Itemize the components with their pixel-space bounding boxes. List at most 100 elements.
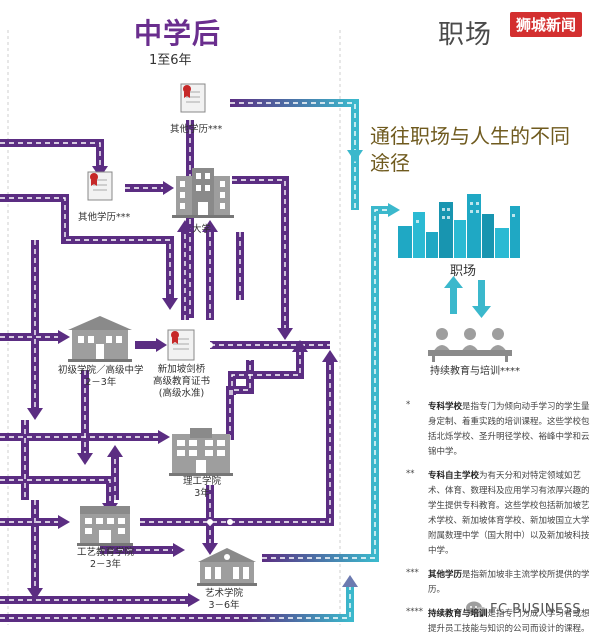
junction bbox=[207, 342, 213, 348]
dash-overlay bbox=[140, 360, 331, 523]
arrow-head-teal bbox=[388, 203, 400, 217]
footnote-body: 为有天分和对特定领域如艺术、体育、数理科及应用学习有浓厚兴趣的学生提供专科教育。… bbox=[428, 471, 590, 556]
node-label-other-mid: 其他学历*** bbox=[78, 212, 131, 223]
jc-years: 2－3年 bbox=[85, 377, 117, 388]
footnote: *** 其他学历是指新加坡非主流学校所提供的学历。 bbox=[406, 568, 592, 598]
node-label-workplace: 职场 bbox=[450, 264, 477, 279]
node-label-arts: 艺术学院 3－6年 bbox=[205, 588, 243, 612]
arrow-head bbox=[322, 350, 338, 362]
a-level-line2: 高级教育证书 bbox=[153, 376, 211, 387]
arrow-head bbox=[156, 338, 167, 352]
arrow-head bbox=[173, 543, 185, 557]
junction bbox=[227, 519, 233, 525]
arrow-head bbox=[188, 593, 200, 607]
dash-overlay bbox=[262, 209, 390, 559]
arrow-head bbox=[342, 575, 358, 587]
arrow-head bbox=[277, 328, 293, 340]
footnote-term: 专科自主学校 bbox=[428, 471, 480, 481]
arrow-head bbox=[292, 340, 308, 352]
wechat-icon bbox=[466, 601, 488, 618]
path-teal-riser bbox=[371, 206, 390, 330]
arrow-head bbox=[107, 445, 123, 457]
city-skyline-icon bbox=[398, 194, 520, 258]
arrow-head bbox=[202, 543, 218, 555]
footnote-term: 专科学校 bbox=[428, 402, 463, 412]
tagline: 通往职场与人生的不同途径 bbox=[370, 124, 570, 175]
ite-building-icon bbox=[77, 506, 133, 546]
footnote-body: 是指专门为倾向动手学习的学生量身定制、着重实践的培训课程。这些学校包括北烁学校、… bbox=[428, 402, 590, 457]
arrow-head bbox=[58, 515, 70, 529]
arrow-head bbox=[177, 220, 193, 232]
poly-years: 3年 bbox=[194, 488, 210, 499]
a-level-line1: 新加坡剑桥 bbox=[157, 364, 206, 375]
footnote-body: 是指新加坡非主流学校所提供的学历。 bbox=[428, 570, 590, 595]
classroom-icon bbox=[428, 328, 512, 362]
a-level-line3: (高级水准) bbox=[158, 388, 205, 399]
footnote-text: 其他学历是指新加坡非主流学校所提供的学历。 bbox=[428, 568, 592, 598]
footnote-mark: ** bbox=[406, 469, 415, 479]
node-label-poly: 理工学院 3年 bbox=[183, 476, 221, 500]
path-left-poly2 bbox=[0, 476, 114, 505]
workplace-heading: 职场 bbox=[438, 20, 493, 50]
node-label-a-level: 新加坡剑桥 高级教育证书 (高级水准) bbox=[153, 364, 210, 400]
dash-overlay bbox=[232, 179, 286, 330]
arrow-head-teal bbox=[347, 150, 363, 162]
poly-title: 理工学院 bbox=[183, 476, 222, 487]
footnote-mark: * bbox=[406, 400, 411, 410]
footnote-text: 持续教育与培训是指专门为成人学习者或想提升员工技能与知识的公司而设计的课程。 bbox=[428, 607, 592, 637]
junction bbox=[207, 519, 213, 525]
footer-credit: FC BUSINESS bbox=[490, 602, 582, 617]
node-label-university: 大学 bbox=[192, 224, 212, 235]
dash-overlay bbox=[230, 102, 356, 210]
footnote-text: 专科学校是指专门为倾向动手学习的学生量身定制、着重实践的培训课程。这些学校包括北… bbox=[428, 400, 592, 460]
node-label-continuing: 持续教育与培训**** bbox=[430, 366, 520, 377]
dash-overlay bbox=[0, 142, 101, 168]
footnote-term: 持续教育与培训 bbox=[428, 609, 488, 619]
arrow-head bbox=[77, 453, 93, 465]
footnote-body: 是指专门为成人学习者或想提升员工技能与知识的公司而设计的课程。 bbox=[428, 609, 590, 634]
arrow-head bbox=[58, 330, 70, 344]
ite-title: 工艺教育学院 bbox=[77, 547, 135, 558]
arts-building-icon bbox=[197, 548, 257, 586]
arts-years: 3－6年 bbox=[208, 600, 240, 611]
node-label-other-top: 其他学历*** bbox=[170, 124, 223, 135]
university-building-icon bbox=[172, 168, 234, 218]
arrow-head bbox=[158, 430, 170, 444]
certificate-icon bbox=[180, 83, 206, 113]
junior-college-building-icon bbox=[68, 316, 132, 362]
arrow-head bbox=[162, 298, 178, 310]
dash-overlay bbox=[0, 585, 351, 619]
duration-subtitle: 1至6年 bbox=[149, 53, 192, 68]
brand-logo: 狮城新闻 bbox=[510, 12, 583, 37]
certificate-icon bbox=[87, 171, 113, 201]
arrow-head bbox=[27, 588, 43, 600]
path-top-right bbox=[230, 99, 359, 150]
ite-years: 2－3年 bbox=[89, 559, 122, 570]
pathway-lines bbox=[0, 99, 400, 622]
footnotes: * 专科学校是指专门为倾向动手学习的学生量身定制、着重实践的培训课程。这些学校包… bbox=[406, 400, 592, 637]
arts-title: 艺术学院 bbox=[205, 588, 244, 599]
footnote-text: 专科自主学校为有天分和对特定领域如艺术、体育、数理科及应用学习有浓厚兴趣的学生提… bbox=[428, 469, 592, 559]
path-left-other2 bbox=[0, 194, 174, 300]
jc-title: 初级学院／高级中学 bbox=[58, 365, 144, 376]
page-title: 中学后 bbox=[134, 17, 222, 50]
polytechnic-building-icon bbox=[169, 428, 233, 476]
footnote: **** 持续教育与培训是指专门为成人学习者或想提升员工技能与知识的公司而设计的… bbox=[406, 607, 592, 637]
arrow-head bbox=[27, 408, 43, 420]
dash-overlay bbox=[0, 479, 111, 505]
certificate-icon bbox=[167, 329, 195, 361]
two-way-arrow-icon bbox=[444, 276, 491, 318]
arrow-head bbox=[163, 181, 174, 195]
footnote: * 专科学校是指专门为倾向动手学习的学生量身定制、着重实践的培训课程。这些学校包… bbox=[406, 400, 592, 460]
footnote-mark: **** bbox=[406, 607, 423, 617]
dash-overlay bbox=[231, 350, 301, 395]
path-left-other bbox=[0, 139, 104, 168]
node-label-ite: 工艺教育学院 2－3年 bbox=[77, 547, 134, 571]
footnote: ** 专科自主学校为有天分和对特定领域如艺术、体育、数理科及应用学习有浓厚兴趣的… bbox=[406, 469, 592, 559]
node-label-jc: 初级学院／高级中学 2－3年 bbox=[58, 365, 144, 389]
arrow-head bbox=[202, 220, 218, 232]
footnote-term: 其他学历 bbox=[428, 570, 463, 580]
dash-overlay bbox=[229, 360, 251, 440]
footnote-mark: *** bbox=[406, 568, 419, 578]
